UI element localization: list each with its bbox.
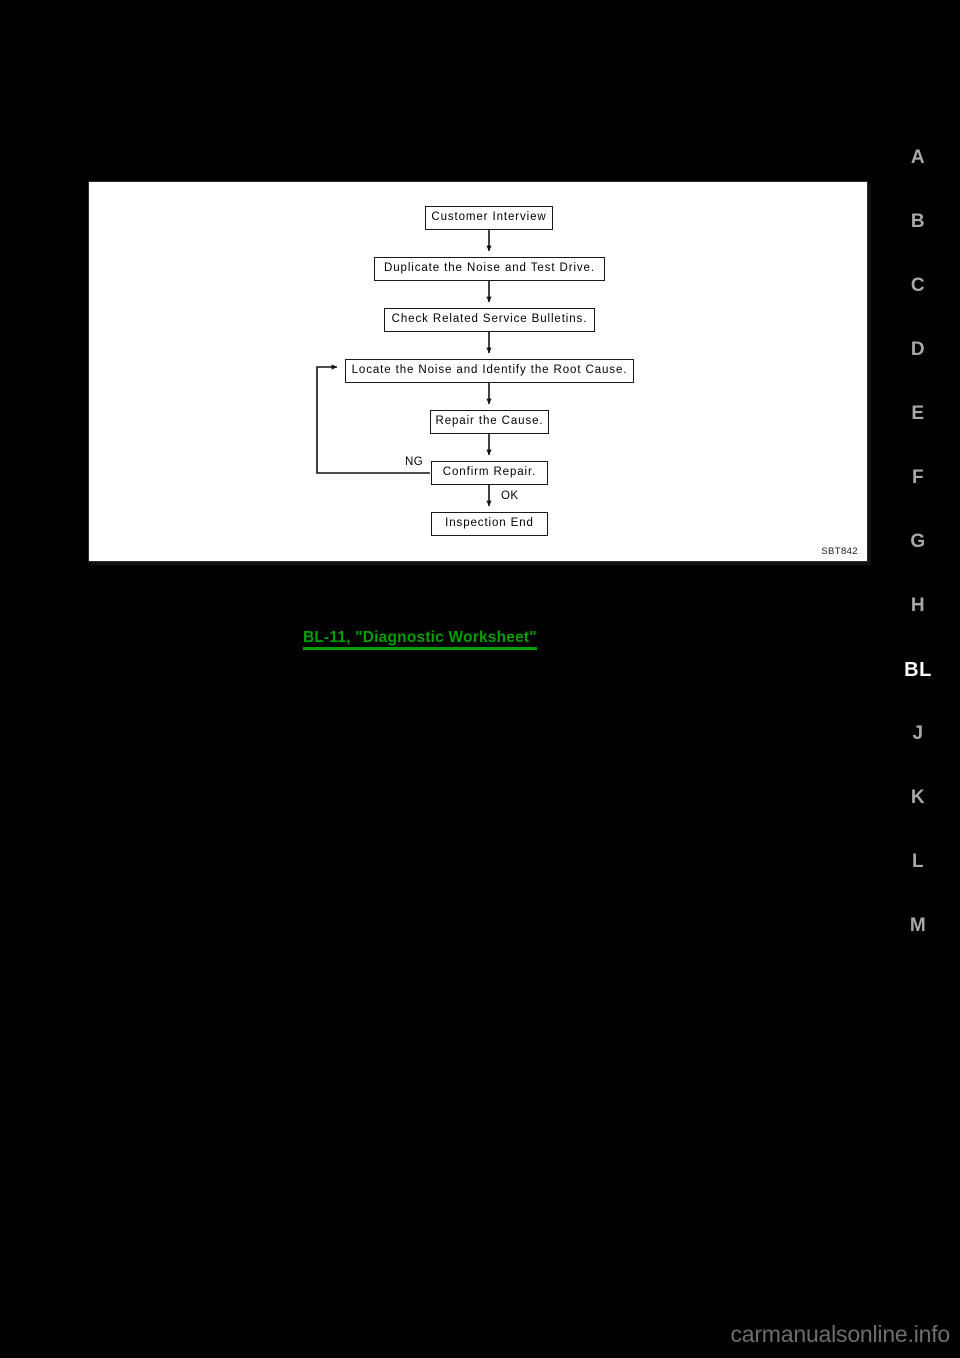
flow-node-label: Duplicate the Noise and Test Drive. xyxy=(384,262,595,275)
section-tab-bl[interactable]: BL xyxy=(904,659,932,681)
flow-node-check-bulletins: Check Related Service Bulletins. xyxy=(384,308,595,332)
flow-node-locate-noise: Locate the Noise and Identify the Root C… xyxy=(345,359,634,383)
cross-reference-link[interactable]: BL-11, "Diagnostic Worksheet" xyxy=(303,629,537,651)
figure-id-label: SBT842 xyxy=(821,545,858,557)
flow-node-label: Locate the Noise and Identify the Root C… xyxy=(351,364,628,377)
flow-node-label: Inspection End xyxy=(445,517,534,530)
edge-label-ok: OK xyxy=(501,490,519,502)
flow-node-label: Check Related Service Bulletins. xyxy=(391,313,588,326)
section-tab-d[interactable]: D xyxy=(910,339,926,360)
section-tab-c[interactable]: C xyxy=(910,275,926,296)
section-tab-b[interactable]: B xyxy=(910,211,926,232)
flow-node-duplicate-noise: Duplicate the Noise and Test Drive. xyxy=(374,257,605,281)
site-watermark: carmanualsonline.info xyxy=(730,1321,950,1347)
section-index: A B C D E F G H BL J K L M xyxy=(886,130,950,970)
section-tab-k[interactable]: K xyxy=(910,787,926,808)
section-tab-g[interactable]: G xyxy=(910,531,926,552)
edge-label-ng: NG xyxy=(405,456,424,468)
flow-node-label: Confirm Repair. xyxy=(442,466,537,479)
flowchart-figure: Customer Interview Duplicate the Noise a… xyxy=(88,181,868,562)
section-tab-m[interactable]: M xyxy=(909,915,927,936)
section-tab-a[interactable]: A xyxy=(910,147,926,168)
flow-node-repair-cause: Repair the Cause. xyxy=(430,410,549,434)
flow-node-customer-interview: Customer Interview xyxy=(425,206,553,230)
flow-node-inspection-end: Inspection End xyxy=(431,512,548,536)
section-tab-f[interactable]: F xyxy=(911,467,925,488)
section-tab-l[interactable]: L xyxy=(911,851,925,872)
flow-node-label: Repair the Cause. xyxy=(435,415,544,428)
section-tab-h[interactable]: H xyxy=(910,595,926,616)
section-tab-j[interactable]: J xyxy=(912,723,924,744)
section-tab-e[interactable]: E xyxy=(911,403,925,424)
flowchart-connectors xyxy=(316,230,492,507)
flow-node-label: Customer Interview xyxy=(431,211,547,224)
flow-node-confirm-repair: Confirm Repair. xyxy=(431,461,548,485)
